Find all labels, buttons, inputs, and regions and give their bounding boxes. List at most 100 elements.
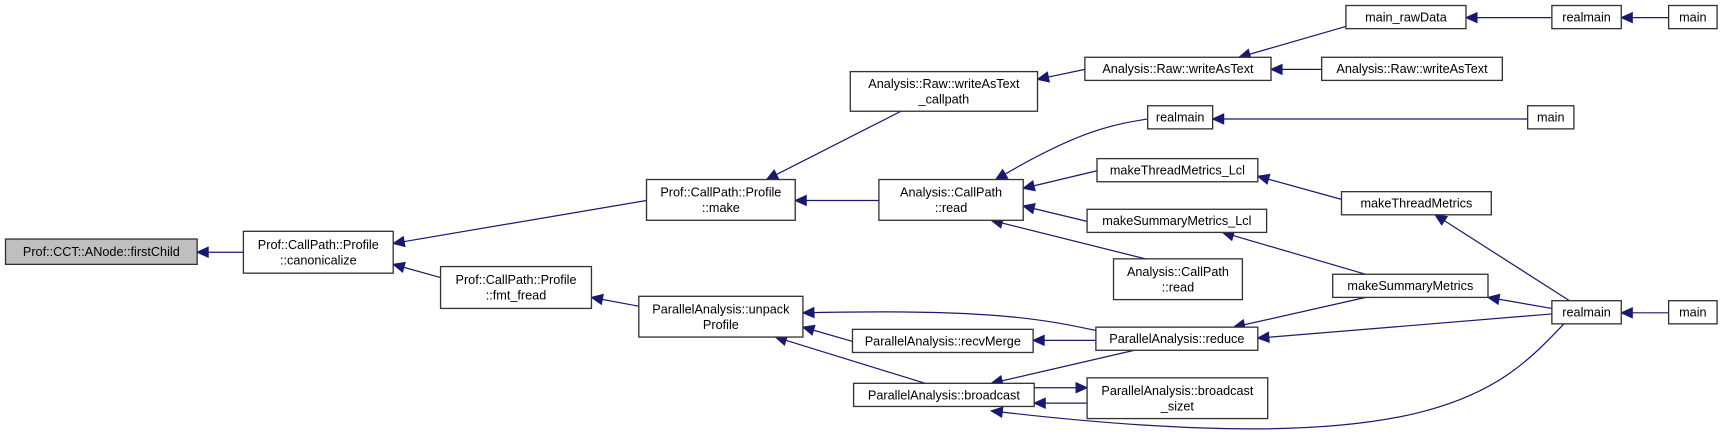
arrowhead-icon — [1021, 203, 1036, 215]
function-node[interactable]: Prof::CallPath::Profile::canonicalize — [242, 230, 394, 274]
arrowhead-icon — [1619, 307, 1633, 319]
function-node[interactable]: ParallelAnalysis::recvMerge — [851, 328, 1034, 354]
function-node[interactable]: ParallelAnalysis::reduce — [1095, 326, 1259, 351]
node-label: Profile — [703, 318, 739, 332]
edge-line — [1257, 313, 1552, 339]
node-label: ParallelAnalysis::broadcast — [868, 388, 1020, 402]
function-node[interactable]: makeSummaryMetrics_Lcl — [1086, 208, 1268, 234]
edge-n14-to-n12 — [1031, 334, 1096, 347]
node-label: ParallelAnalysis::reduce — [1109, 332, 1244, 346]
function-node[interactable]: Analysis::Raw::writeAsText_callpath — [849, 70, 1039, 112]
arrowhead-icon — [590, 293, 604, 306]
node-label: Analysis::CallPath — [900, 186, 1002, 200]
function-node[interactable]: Analysis::Raw::writeAsText — [1084, 56, 1272, 82]
edge-n3-to-n1 — [391, 261, 441, 279]
function-node[interactable]: main — [1526, 105, 1575, 130]
function-node[interactable]: main — [1667, 300, 1718, 325]
function-node[interactable]: Prof::CallPath::Profile::make — [645, 178, 796, 221]
node-box — [645, 178, 796, 221]
node-box — [1096, 157, 1259, 183]
arrowhead-icon — [1075, 381, 1089, 394]
node-box — [1332, 273, 1489, 299]
arrowhead-icon — [801, 306, 815, 319]
edge-line — [991, 349, 1135, 384]
node-label: makeThreadMetrics_Lcl — [1110, 164, 1245, 178]
node-label: Analysis::Raw::writeAsText — [868, 77, 1020, 91]
function-node[interactable]: makeThreadMetrics — [1340, 190, 1492, 216]
node-box — [1551, 300, 1622, 325]
edge-n1-to-n0 — [195, 246, 244, 259]
edge-line — [1233, 296, 1366, 328]
node-label: realmain — [1562, 10, 1611, 24]
node-box — [878, 178, 1024, 221]
node-label: Prof::CallPath::Profile — [660, 186, 781, 200]
edge-n7-to-n4 — [1036, 68, 1086, 83]
node-box — [1667, 300, 1718, 325]
node-box — [1667, 4, 1718, 30]
function-node[interactable]: realmain — [1551, 4, 1622, 30]
node-box — [1095, 326, 1259, 351]
node-label: main — [1537, 111, 1564, 125]
function-node[interactable]: main_rawData — [1345, 4, 1467, 30]
edge-n2-to-n1 — [391, 199, 647, 248]
node-box — [849, 70, 1039, 112]
edge-n13-to-n15 — [1034, 381, 1089, 394]
function-node[interactable]: realmain — [1147, 105, 1214, 130]
node-label: ParallelAnalysis::recvMerge — [865, 334, 1021, 348]
nodes-layer: Prof::CCT::ANode::firstChildProf::CallPa… — [4, 4, 1718, 420]
edge-n21-to-n20 — [1486, 293, 1552, 310]
function-node[interactable]: Prof::CallPath::Profile::fmt_fread — [439, 265, 593, 310]
function-node[interactable]: realmain — [1551, 300, 1622, 325]
node-box — [851, 328, 1034, 354]
node-label: Prof::CallPath::Profile — [258, 238, 379, 252]
node-box — [1551, 4, 1622, 30]
function-node[interactable]: Analysis::CallPath::read — [878, 178, 1024, 221]
arrowhead-icon — [1256, 173, 1271, 185]
arrowhead-icon — [1269, 63, 1283, 76]
node-label: makeThreadMetrics — [1360, 197, 1472, 211]
function-node[interactable]: makeSummaryMetrics — [1332, 273, 1489, 299]
node-box — [638, 295, 804, 338]
edge-n4-to-n2 — [765, 110, 902, 181]
edge-n24-to-n23 — [1619, 11, 1669, 24]
edge-n6-to-n3 — [590, 293, 639, 307]
node-label: main — [1679, 10, 1706, 24]
arrowhead-icon — [1036, 71, 1051, 83]
function-node[interactable]: makeThreadMetrics_Lcl — [1096, 157, 1259, 183]
function-node[interactable]: ParallelAnalysis::broadcast_sizet — [1086, 377, 1269, 420]
arrowhead-icon — [765, 169, 780, 181]
edge-line — [991, 219, 1146, 260]
arrowhead-icon — [195, 246, 209, 259]
edge-line — [775, 336, 926, 384]
edge-n18-to-n8 — [1211, 113, 1528, 125]
node-box — [1340, 190, 1492, 216]
edge-line — [802, 311, 1097, 332]
edge-line — [393, 199, 647, 245]
node-label: _callpath — [918, 93, 970, 107]
function-node[interactable]: main — [1667, 4, 1718, 30]
root-function-node: Prof::CCT::ANode::firstChild — [4, 238, 198, 266]
node-label: Prof::CCT::ANode::firstChild — [23, 245, 180, 259]
edge-n10-to-n5 — [1021, 203, 1088, 222]
arrowhead-icon — [1464, 11, 1478, 24]
edge-n19-to-n9 — [1256, 173, 1342, 200]
node-box — [1084, 56, 1272, 82]
function-node[interactable]: Analysis::Raw::writeAsText — [1321, 56, 1503, 82]
edge-n21-to-n14 — [1256, 313, 1552, 343]
arrowhead-icon — [1211, 113, 1225, 125]
node-box — [1112, 258, 1244, 301]
edge-n21-to-n13 — [989, 323, 1565, 430]
node-box — [4, 238, 198, 266]
function-node[interactable]: ParallelAnalysis::broadcast — [852, 382, 1035, 408]
edge-line — [1238, 25, 1347, 58]
node-box — [1526, 105, 1575, 130]
edge-n13-to-n6 — [774, 334, 926, 384]
arrowhead-icon — [1433, 214, 1449, 226]
arrowhead-icon — [391, 235, 406, 248]
arrowhead-icon — [801, 324, 816, 336]
function-node[interactable]: Analysis::CallPath::read — [1112, 258, 1244, 301]
node-box — [439, 265, 593, 310]
node-label: Prof::CallPath::Profile — [456, 273, 577, 287]
edge-line — [1257, 175, 1342, 200]
